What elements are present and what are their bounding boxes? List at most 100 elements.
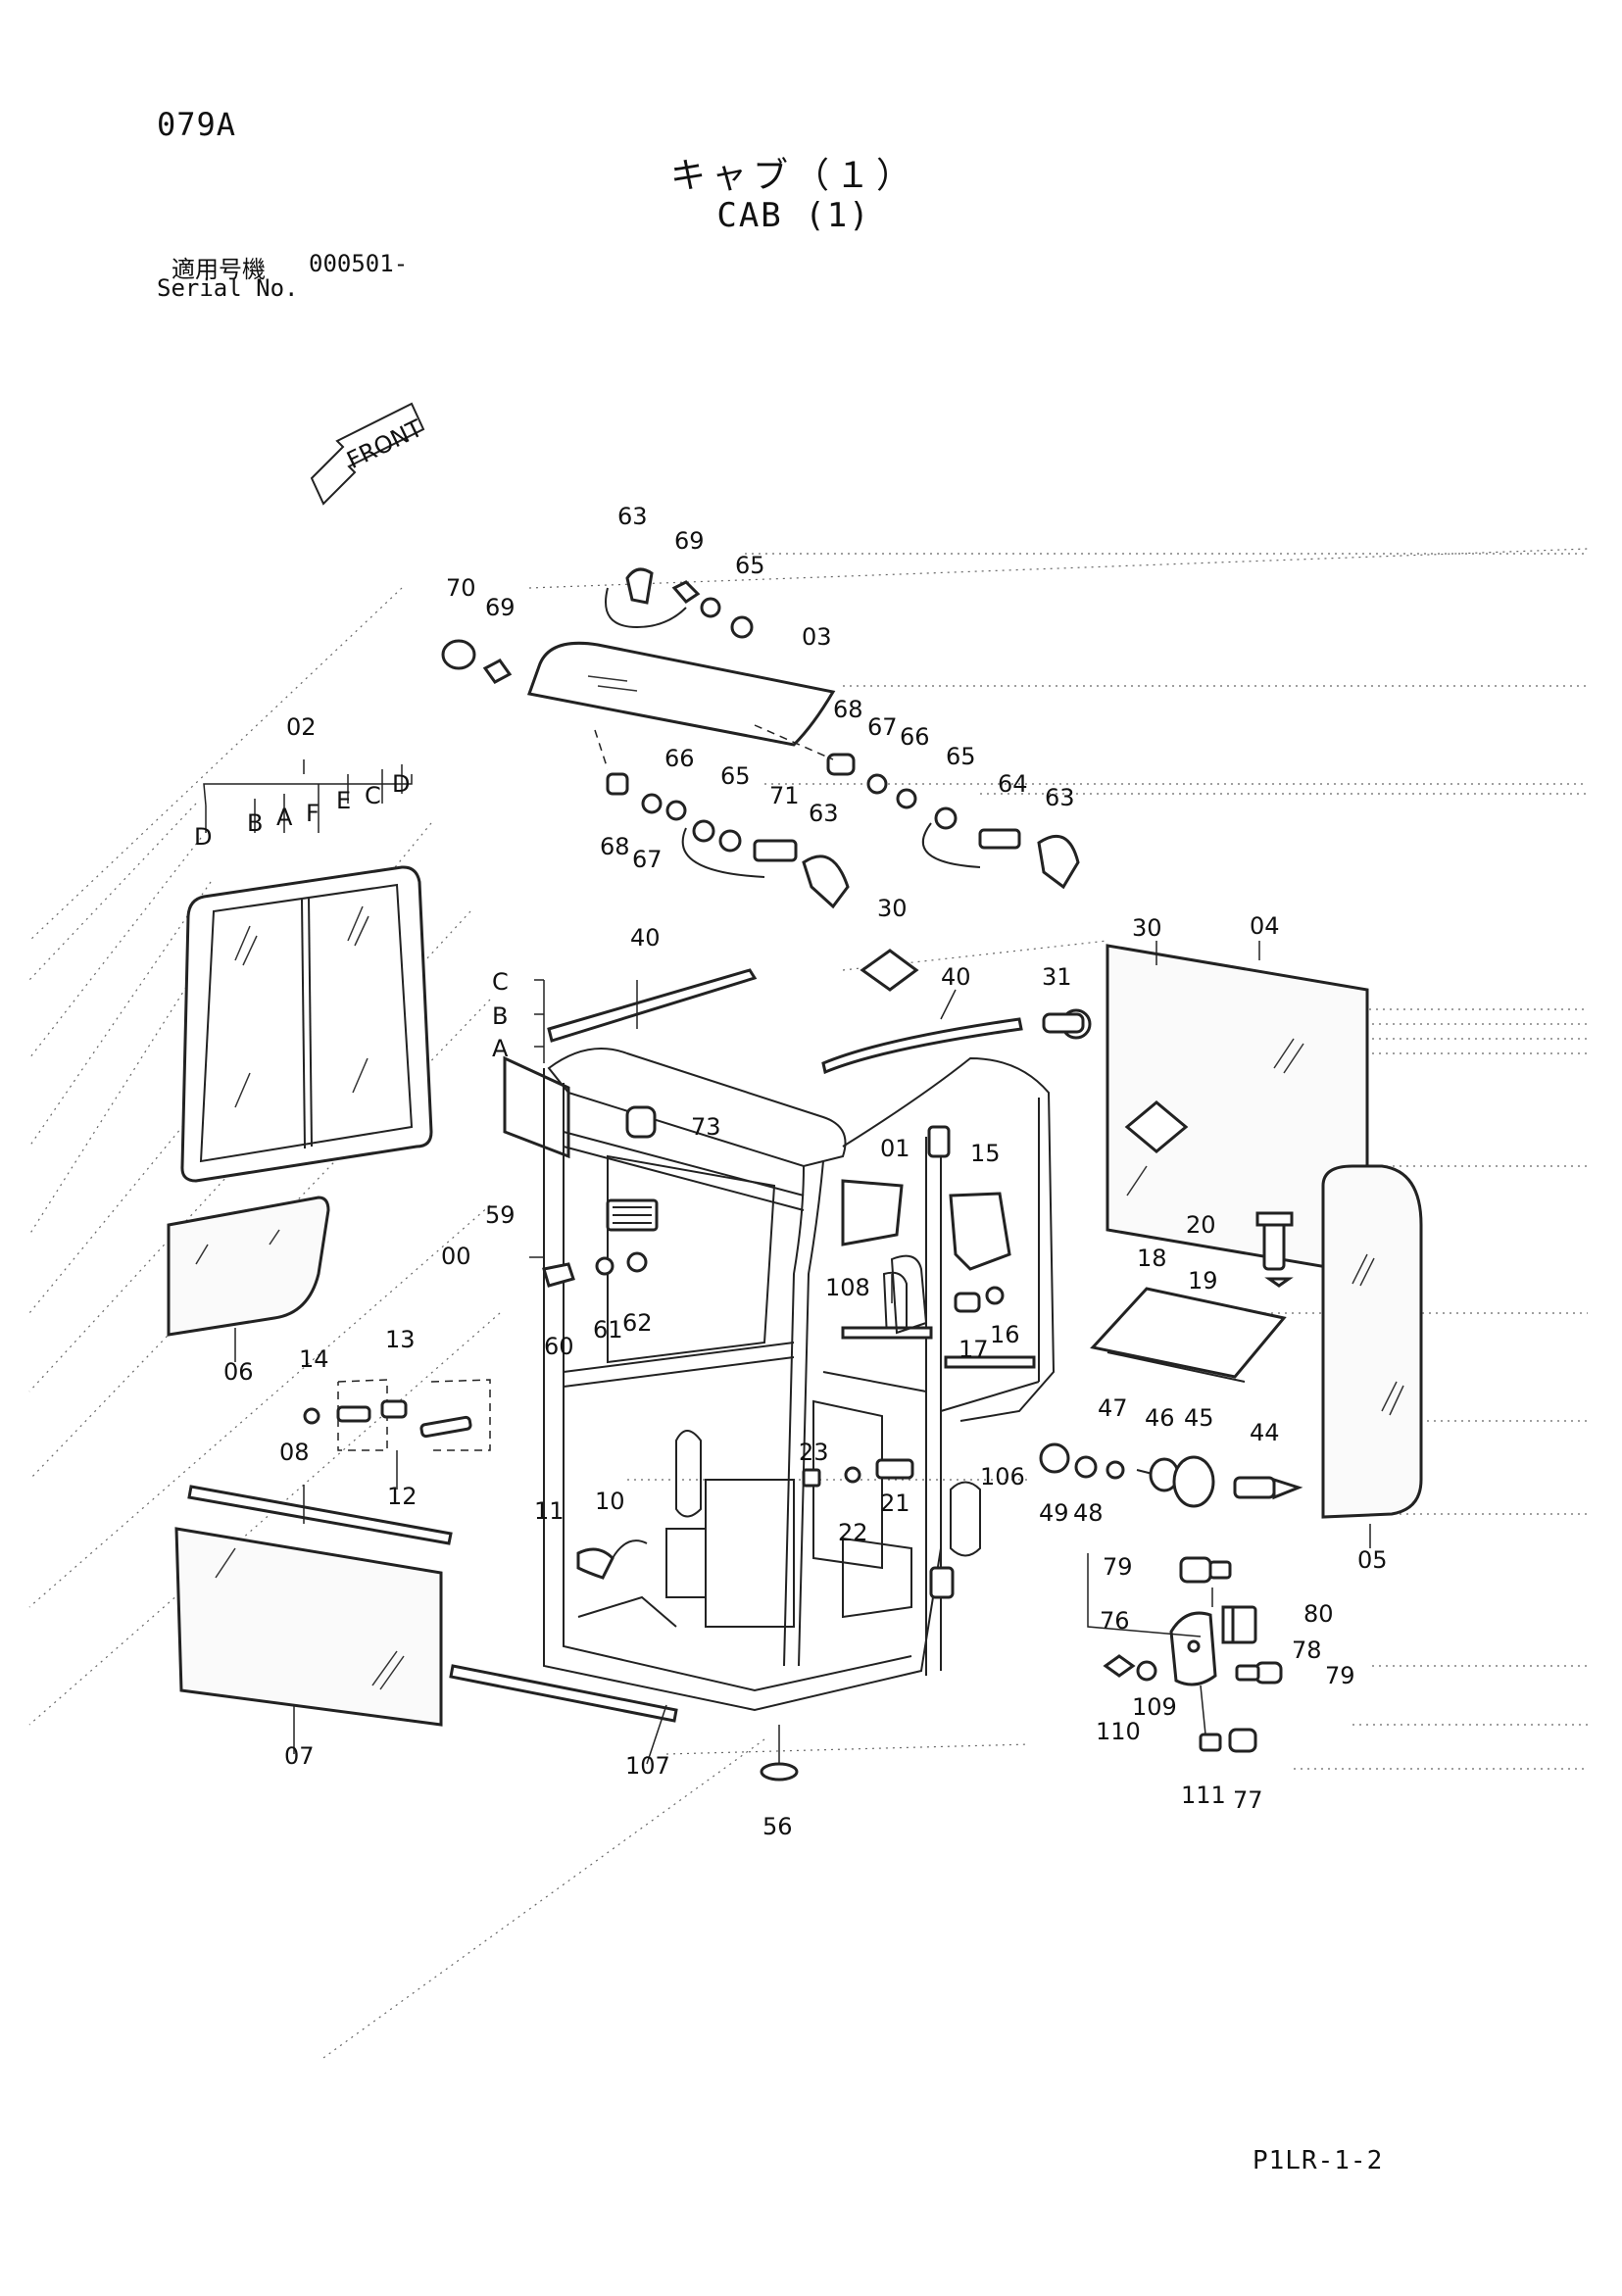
callout-49: 49 [1039,1499,1069,1527]
callout-68: 68 [833,696,863,723]
callout-65: 65 [946,743,976,770]
callout-48: 48 [1073,1499,1104,1527]
callout-71: 71 [769,782,800,809]
front-direction-arrow: FRONT [310,402,427,506]
callout-23: 23 [799,1439,829,1466]
callout-19: 19 [1188,1267,1218,1295]
callout-10: 10 [595,1488,625,1515]
callout-46: 46 [1145,1404,1175,1432]
cab-frame-00 [503,1048,1056,1712]
leader-lines [203,759,1371,1765]
callout-12: 12 [387,1483,418,1510]
callout-59: 59 [485,1201,516,1229]
callout-63: 63 [1045,784,1075,811]
callout-111: 111 [1181,1782,1226,1809]
callout-16: 16 [990,1321,1020,1348]
letter-c: C [365,782,381,809]
letter-cab-c: C [492,968,509,996]
callout-17: 17 [958,1336,989,1363]
callout-60: 60 [544,1333,574,1360]
callout-65: 65 [720,762,751,790]
right-side-parts [860,944,1423,1519]
callout-67: 67 [632,846,663,873]
callout-45: 45 [1184,1404,1214,1432]
callout-79: 79 [1325,1662,1355,1689]
callout-69: 69 [485,594,516,621]
callouts: 63 69 65 70 69 03 02 68 67 66 66 65 65 7… [223,503,1388,1840]
callout-78: 78 [1292,1637,1322,1664]
callout-20: 20 [1186,1211,1216,1239]
callout-107: 107 [625,1752,670,1780]
letter-cab-b: B [492,1002,508,1030]
serial-label-en: Serial No. [157,274,299,302]
letter-a: A [276,804,293,831]
callout-30: 30 [877,895,908,922]
callout-40: 40 [630,924,661,952]
callout-66: 66 [900,723,930,751]
callout-65: 65 [735,552,765,579]
callout-05: 05 [1357,1546,1388,1574]
letter-f: F [306,800,319,827]
page-title-jp: キャブ（１） [669,156,917,196]
callout-70: 70 [446,574,476,602]
page-title-en: CAB (1) [716,196,871,235]
callout-18: 18 [1137,1245,1167,1272]
callout-06: 06 [223,1358,254,1386]
glass-06 [167,1196,330,1337]
callout-63: 63 [617,503,648,530]
floor-mount-56 [760,1725,799,1782]
section-letters: D B A F E C D C B A [194,770,509,1062]
callout-13: 13 [385,1326,416,1353]
page-reference: P1LR-1-2 [1253,2146,1384,2175]
callout-31: 31 [1042,963,1072,991]
front-label: FRONT [342,415,426,474]
glass-07 [174,1527,443,1727]
callout-04: 04 [1250,912,1280,940]
callout-47: 47 [1098,1394,1128,1422]
callout-21: 21 [880,1490,910,1517]
callout-110: 110 [1096,1718,1141,1745]
callout-61: 61 [593,1316,623,1343]
page-code: 079A [157,106,237,143]
seal-08 [187,1485,453,1545]
mount-assembly [1039,1442,1303,1508]
seal-107 [449,1664,678,1723]
callout-66: 66 [664,745,695,772]
callout-68: 68 [600,833,630,860]
callout-11: 11 [534,1497,565,1525]
callout-02: 02 [286,713,317,741]
callout-108: 108 [825,1274,870,1301]
callout-77: 77 [1233,1786,1263,1814]
door-window-02 [180,865,433,1183]
callout-00: 00 [441,1243,471,1270]
roof-rail-40 [547,968,1023,1075]
callout-01: 01 [880,1135,910,1162]
callout-67: 67 [867,713,898,741]
latch-assembly-12 [303,1379,491,1451]
cab-internal-parts [542,1105,1011,1580]
callout-08: 08 [279,1439,310,1466]
letter-b: B [247,809,263,837]
callout-109: 109 [1132,1693,1177,1721]
serial-value: 000501- [309,250,409,277]
callout-79: 79 [1103,1553,1133,1581]
callout-03: 03 [802,623,832,651]
callout-106: 106 [980,1463,1025,1490]
callout-22: 22 [838,1519,868,1546]
callout-73: 73 [691,1113,721,1141]
letter-cab-a: A [492,1035,509,1062]
serial-label-jp: 適用号機 [172,256,266,283]
callout-64: 64 [998,770,1028,798]
letter-d-left: D [194,823,212,851]
callout-62: 62 [622,1309,653,1337]
callout-44: 44 [1250,1419,1280,1446]
letter-d-right: D [392,770,410,798]
callout-63: 63 [809,800,839,827]
callout-15: 15 [970,1140,1001,1167]
callout-80: 80 [1303,1600,1334,1628]
door-latch-assembly [1087,1553,1283,1753]
callout-56: 56 [762,1813,793,1840]
callout-14: 14 [299,1345,329,1373]
letter-e: E [336,787,351,814]
